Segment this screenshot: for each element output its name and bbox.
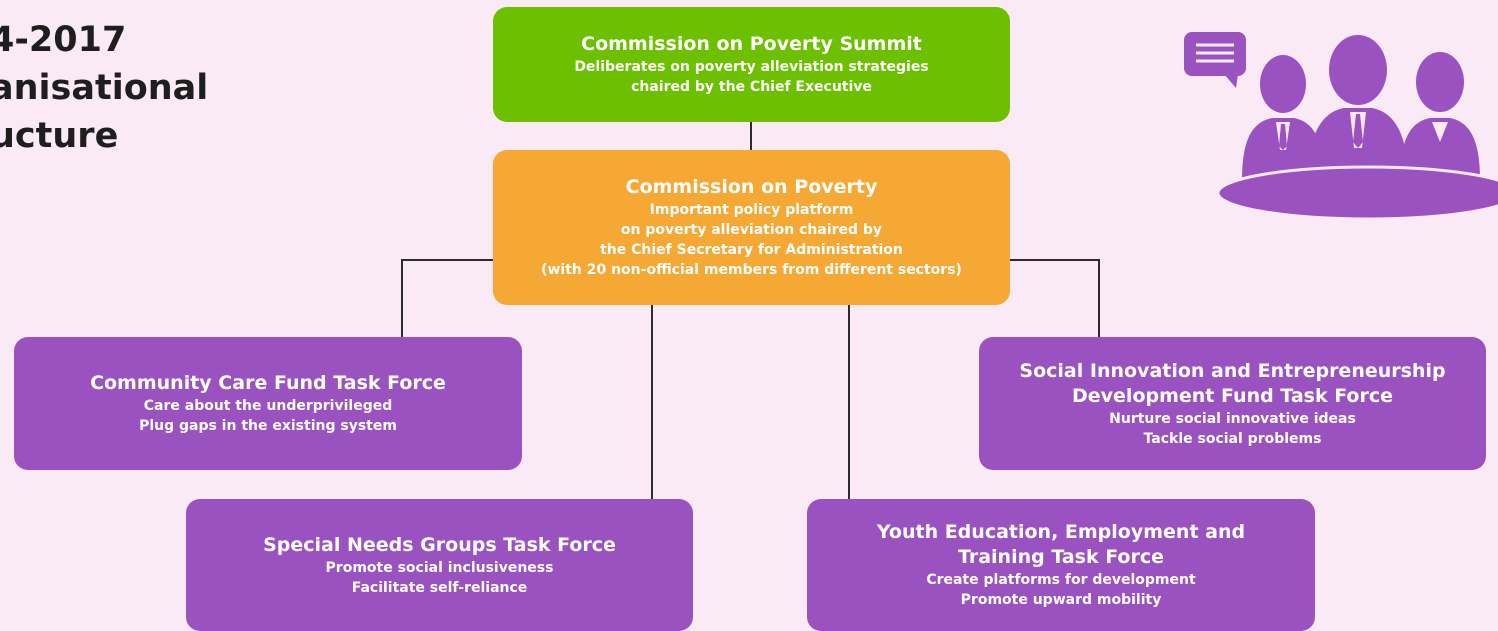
description-line: the Chief Secretary for Administration bbox=[600, 242, 903, 258]
title-line: anisational bbox=[0, 68, 209, 108]
description-line: Tackle social problems bbox=[1143, 430, 1322, 447]
description-line: Facilitate self-reliance bbox=[351, 579, 528, 596]
node-description: Important policy platform on poverty all… bbox=[541, 200, 962, 280]
node-title: Special Needs Groups Task Force bbox=[263, 533, 616, 556]
node-description: Create platforms for development Promote… bbox=[926, 570, 1195, 610]
node-title: Youth Education, Employment and Training… bbox=[877, 520, 1245, 570]
node-summit: Commission on Poverty Summit Deliberates… bbox=[493, 7, 1010, 122]
node-commission: Commission on Poverty Important policy p… bbox=[493, 150, 1010, 305]
speech-bubble-icon bbox=[1184, 32, 1246, 88]
node-community-care-task-force: Community Care Fund Task Force Care abou… bbox=[14, 337, 522, 470]
node-special-needs-task-force: Special Needs Groups Task Force Promote … bbox=[186, 499, 693, 631]
description-line: Deliberates on poverty alleviation strat… bbox=[574, 59, 929, 75]
diagram-title: 4-2017 anisational ucture bbox=[0, 16, 250, 160]
description-line: Create platforms for development bbox=[926, 572, 1196, 588]
node-youth-task-force: Youth Education, Employment and Training… bbox=[807, 499, 1315, 631]
node-title: Commission on Poverty Summit bbox=[581, 33, 922, 55]
title-line: ucture bbox=[0, 116, 119, 156]
description-line: Plug gaps in the existing system bbox=[139, 418, 397, 434]
connector-commission-community-care bbox=[401, 259, 493, 337]
connector-commission-social-innovation bbox=[1010, 259, 1100, 337]
node-description: Nurture social innovative ideas Tackle s… bbox=[1109, 409, 1356, 449]
node-description: Care about the underprivileged Plug gaps… bbox=[139, 396, 397, 436]
title-line: Development Fund Task Force bbox=[1072, 384, 1393, 407]
node-description: Promote social inclusiveness Facilitate … bbox=[326, 558, 554, 598]
description-line: chaired by the Chief Executive bbox=[631, 79, 872, 95]
people-at-table-icon bbox=[1184, 32, 1498, 220]
description-line: Important policy platform bbox=[649, 202, 854, 218]
node-social-innovation-task-force: Social Innovation and Entrepreneurship D… bbox=[979, 337, 1486, 470]
description-line: Promote social inclusiveness bbox=[325, 559, 554, 576]
node-title: Social Innovation and Entrepreneurship D… bbox=[1019, 359, 1445, 409]
node-title: Community Care Fund Task Force bbox=[90, 372, 446, 394]
description-line: Care about the underprivileged bbox=[143, 398, 393, 414]
description-line: Promote upward mobility bbox=[960, 592, 1162, 608]
description-line: (with 20 non-official members from diffe… bbox=[541, 262, 962, 278]
description-line: Nurture social innovative ideas bbox=[1109, 410, 1356, 427]
description-line: on poverty alleviation chaired by bbox=[620, 222, 883, 238]
title-line: Training Task Force bbox=[957, 546, 1164, 568]
title-line: 4-2017 bbox=[0, 20, 127, 60]
title-line: Youth Education, Employment and bbox=[876, 521, 1246, 543]
title-line: Social Innovation and Entrepreneurship bbox=[1019, 359, 1446, 382]
node-description: Deliberates on poverty alleviation strat… bbox=[574, 57, 928, 97]
node-title: Commission on Poverty bbox=[625, 176, 878, 198]
